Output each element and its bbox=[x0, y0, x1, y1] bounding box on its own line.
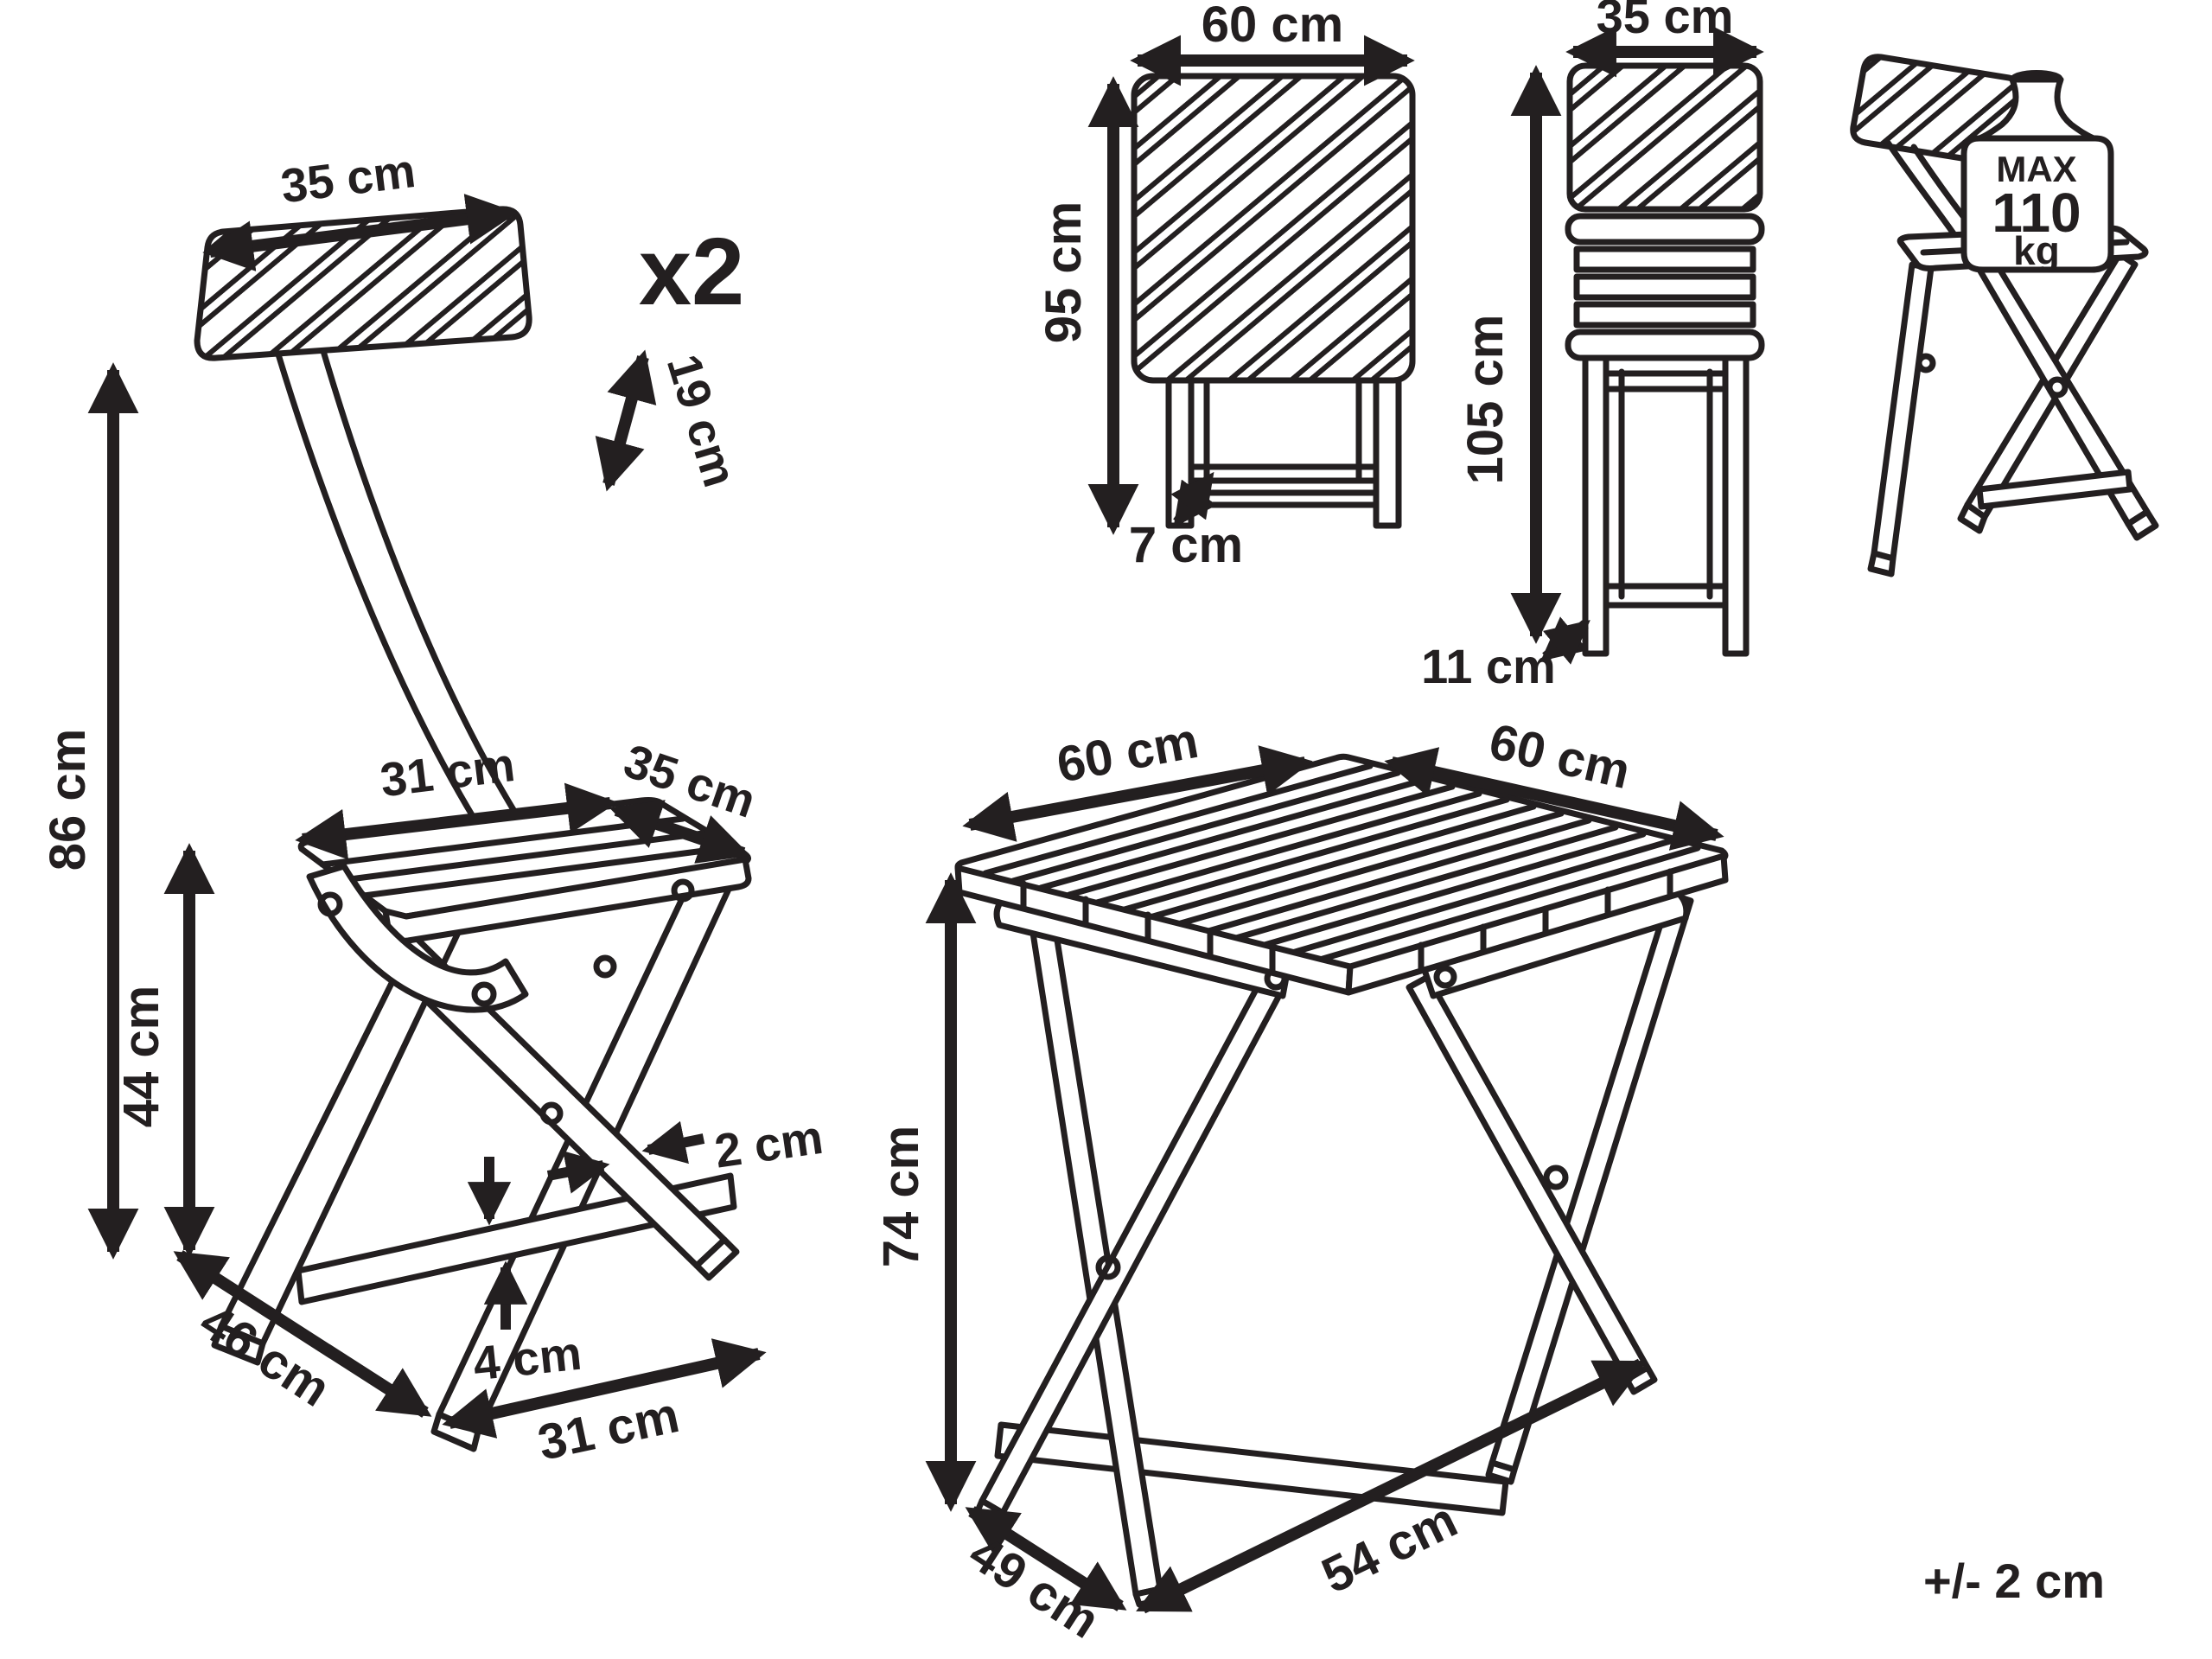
table-top-width-arrow bbox=[962, 745, 1313, 842]
chair-backrest-width-arrow bbox=[202, 194, 518, 271]
folded-chair-seat-slat bbox=[1573, 246, 1756, 273]
max-load-chair-drawing: MAX 110 kg bbox=[1850, 54, 2159, 577]
table-height-label: 74 cm bbox=[873, 1126, 929, 1267]
table-base-width-arrow bbox=[1136, 1358, 1648, 1614]
chair-backrest-width-label: 35 cm bbox=[278, 144, 418, 214]
quantity-label: x2 bbox=[639, 219, 744, 325]
folded-chair-seat-slat bbox=[1573, 301, 1756, 329]
chair-seat-width-label: 31 cm bbox=[378, 737, 518, 807]
chair-seat-height-label: 44 cm bbox=[113, 986, 169, 1127]
max-load-label-line1: MAX bbox=[1996, 149, 2076, 189]
folded-table-top bbox=[1131, 73, 1416, 384]
chair-pivot-bolt bbox=[539, 1101, 564, 1126]
folded-chair-seat-slat bbox=[1573, 273, 1756, 301]
folded-table-depth-label: 7 cm bbox=[1129, 517, 1243, 573]
folded-chair-width-label: 35 cm bbox=[1597, 0, 1734, 43]
chair-frame-thickness-label: 2 cm bbox=[711, 1110, 826, 1178]
table-top-depth-arrow bbox=[1384, 747, 1724, 851]
folded-chair-height-label: 105 cm bbox=[1457, 315, 1514, 485]
max-load-weight: MAX 110 kg bbox=[1960, 70, 2114, 273]
folded-chair-drawing: 35 cm 105 cm 11 cm bbox=[1421, 0, 1765, 693]
folded-table-rails bbox=[1188, 463, 1380, 508]
chair-backrest-height-label: 19 cm bbox=[657, 348, 748, 493]
chair-seat-width-arrow bbox=[295, 782, 618, 860]
chair-seat-depth-arrow bbox=[609, 800, 751, 864]
folded-chair-rails bbox=[1603, 370, 1729, 609]
folded-table-height-label: 95 cm bbox=[1036, 201, 1092, 343]
chair-base-depth-arrow bbox=[173, 1250, 432, 1418]
table-base-depth-label: 49 cm bbox=[959, 1525, 1109, 1649]
folded-table-drawing: 60 cm 95 cm 7 cm bbox=[1036, 0, 1416, 573]
folded-chair-depth-arrow bbox=[1540, 616, 1590, 665]
max-load-label-line3: kg bbox=[2013, 228, 2060, 273]
folded-chair-backrest bbox=[1566, 62, 1763, 213]
chair-frame-thickness-arrow-right bbox=[641, 1120, 705, 1164]
table-base-depth-arrow bbox=[965, 1506, 1127, 1611]
max-load-label-line2: 110 bbox=[1992, 182, 2081, 244]
tolerance-note: +/- 2 cm bbox=[1923, 1554, 2105, 1608]
chair-back-posts bbox=[275, 348, 519, 821]
table-rim-plank-ends bbox=[1020, 868, 1673, 974]
folded-chair-depth-label: 11 cm bbox=[1421, 639, 1556, 693]
chair-frame-thickness-arrow-left bbox=[546, 1151, 610, 1194]
folded-table-width-label: 60 cm bbox=[1202, 0, 1343, 53]
folded-table-depth-arrow bbox=[1170, 471, 1217, 528]
chair-base-width-arrow bbox=[442, 1338, 767, 1439]
table-drawing bbox=[954, 753, 1729, 1608]
chair-seat-bracket bbox=[306, 863, 529, 1013]
folded-chair-legs bbox=[1582, 354, 1750, 657]
chair-stretcher-height-label: 4 cm bbox=[470, 1326, 583, 1391]
chair-backrest-height-arrow bbox=[595, 349, 657, 492]
chair-total-height-label: 86 cm bbox=[40, 729, 96, 871]
